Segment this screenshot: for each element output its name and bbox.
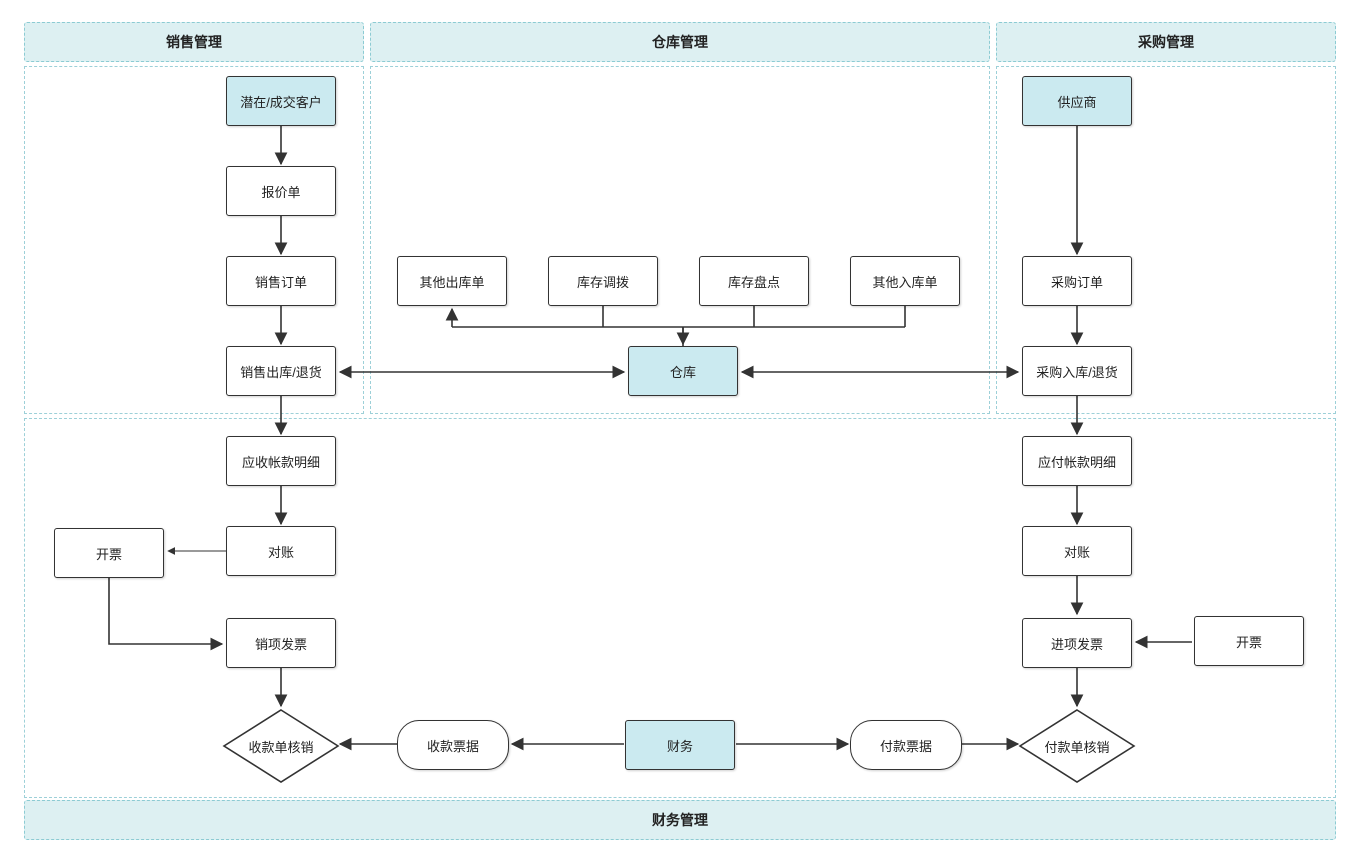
sales-reconcile-node[interactable]: 对账 <box>226 526 336 576</box>
purchase-invoice-issue-node[interactable]: 开票 <box>1194 616 1304 666</box>
purchase-order-node[interactable]: 采购订单 <box>1022 256 1132 306</box>
finance-lane-header: 财务管理 <box>24 800 1336 840</box>
purchase-lane-area <box>996 66 1336 414</box>
sales-lane-header: 销售管理 <box>24 22 364 62</box>
other-outbound-node[interactable]: 其他出库单 <box>397 256 507 306</box>
receivable-detail-node[interactable]: 应收帐款明细 <box>226 436 336 486</box>
quote-node[interactable]: 报价单 <box>226 166 336 216</box>
sales-invoice-issue-node[interactable]: 开票 <box>54 528 164 578</box>
payment-bill-node[interactable]: 付款票据 <box>850 720 962 770</box>
stock-count-node[interactable]: 库存盘点 <box>699 256 809 306</box>
customer-node[interactable]: 潜在/成交客户 <box>226 76 336 126</box>
purchase-reconcile-node[interactable]: 对账 <box>1022 526 1132 576</box>
finance-node[interactable]: 财务 <box>625 720 735 770</box>
warehouse-lane-header: 仓库管理 <box>370 22 990 62</box>
warehouse-node[interactable]: 仓库 <box>628 346 738 396</box>
edge-issue-invoice <box>108 578 224 651</box>
payment-writeoff-diamond <box>1018 709 1136 783</box>
payment-writeoff-label[interactable]: 付款单核销 <box>1044 739 1110 755</box>
receipt-writeoff-diamond <box>222 709 340 783</box>
receipt-bill-node[interactable]: 收款票据 <box>397 720 509 770</box>
purchase-inbound-node[interactable]: 采购入库/退货 <box>1022 346 1132 396</box>
receipt-writeoff-label[interactable]: 收款单核销 <box>248 739 314 755</box>
sales-order-node[interactable]: 销售订单 <box>226 256 336 306</box>
finance-lane-area <box>24 418 1336 798</box>
sales-invoice-node[interactable]: 销项发票 <box>226 618 336 668</box>
sales-outbound-node[interactable]: 销售出库/退货 <box>226 346 336 396</box>
payable-detail-node[interactable]: 应付帐款明细 <box>1022 436 1132 486</box>
purchase-lane-header: 采购管理 <box>996 22 1336 62</box>
purchase-invoice-node[interactable]: 进项发票 <box>1022 618 1132 668</box>
sales-lane-area <box>24 66 364 414</box>
stock-transfer-node[interactable]: 库存调拨 <box>548 256 658 306</box>
other-inbound-node[interactable]: 其他入库单 <box>850 256 960 306</box>
warehouse-lane-area <box>370 66 990 414</box>
supplier-node[interactable]: 供应商 <box>1022 76 1132 126</box>
